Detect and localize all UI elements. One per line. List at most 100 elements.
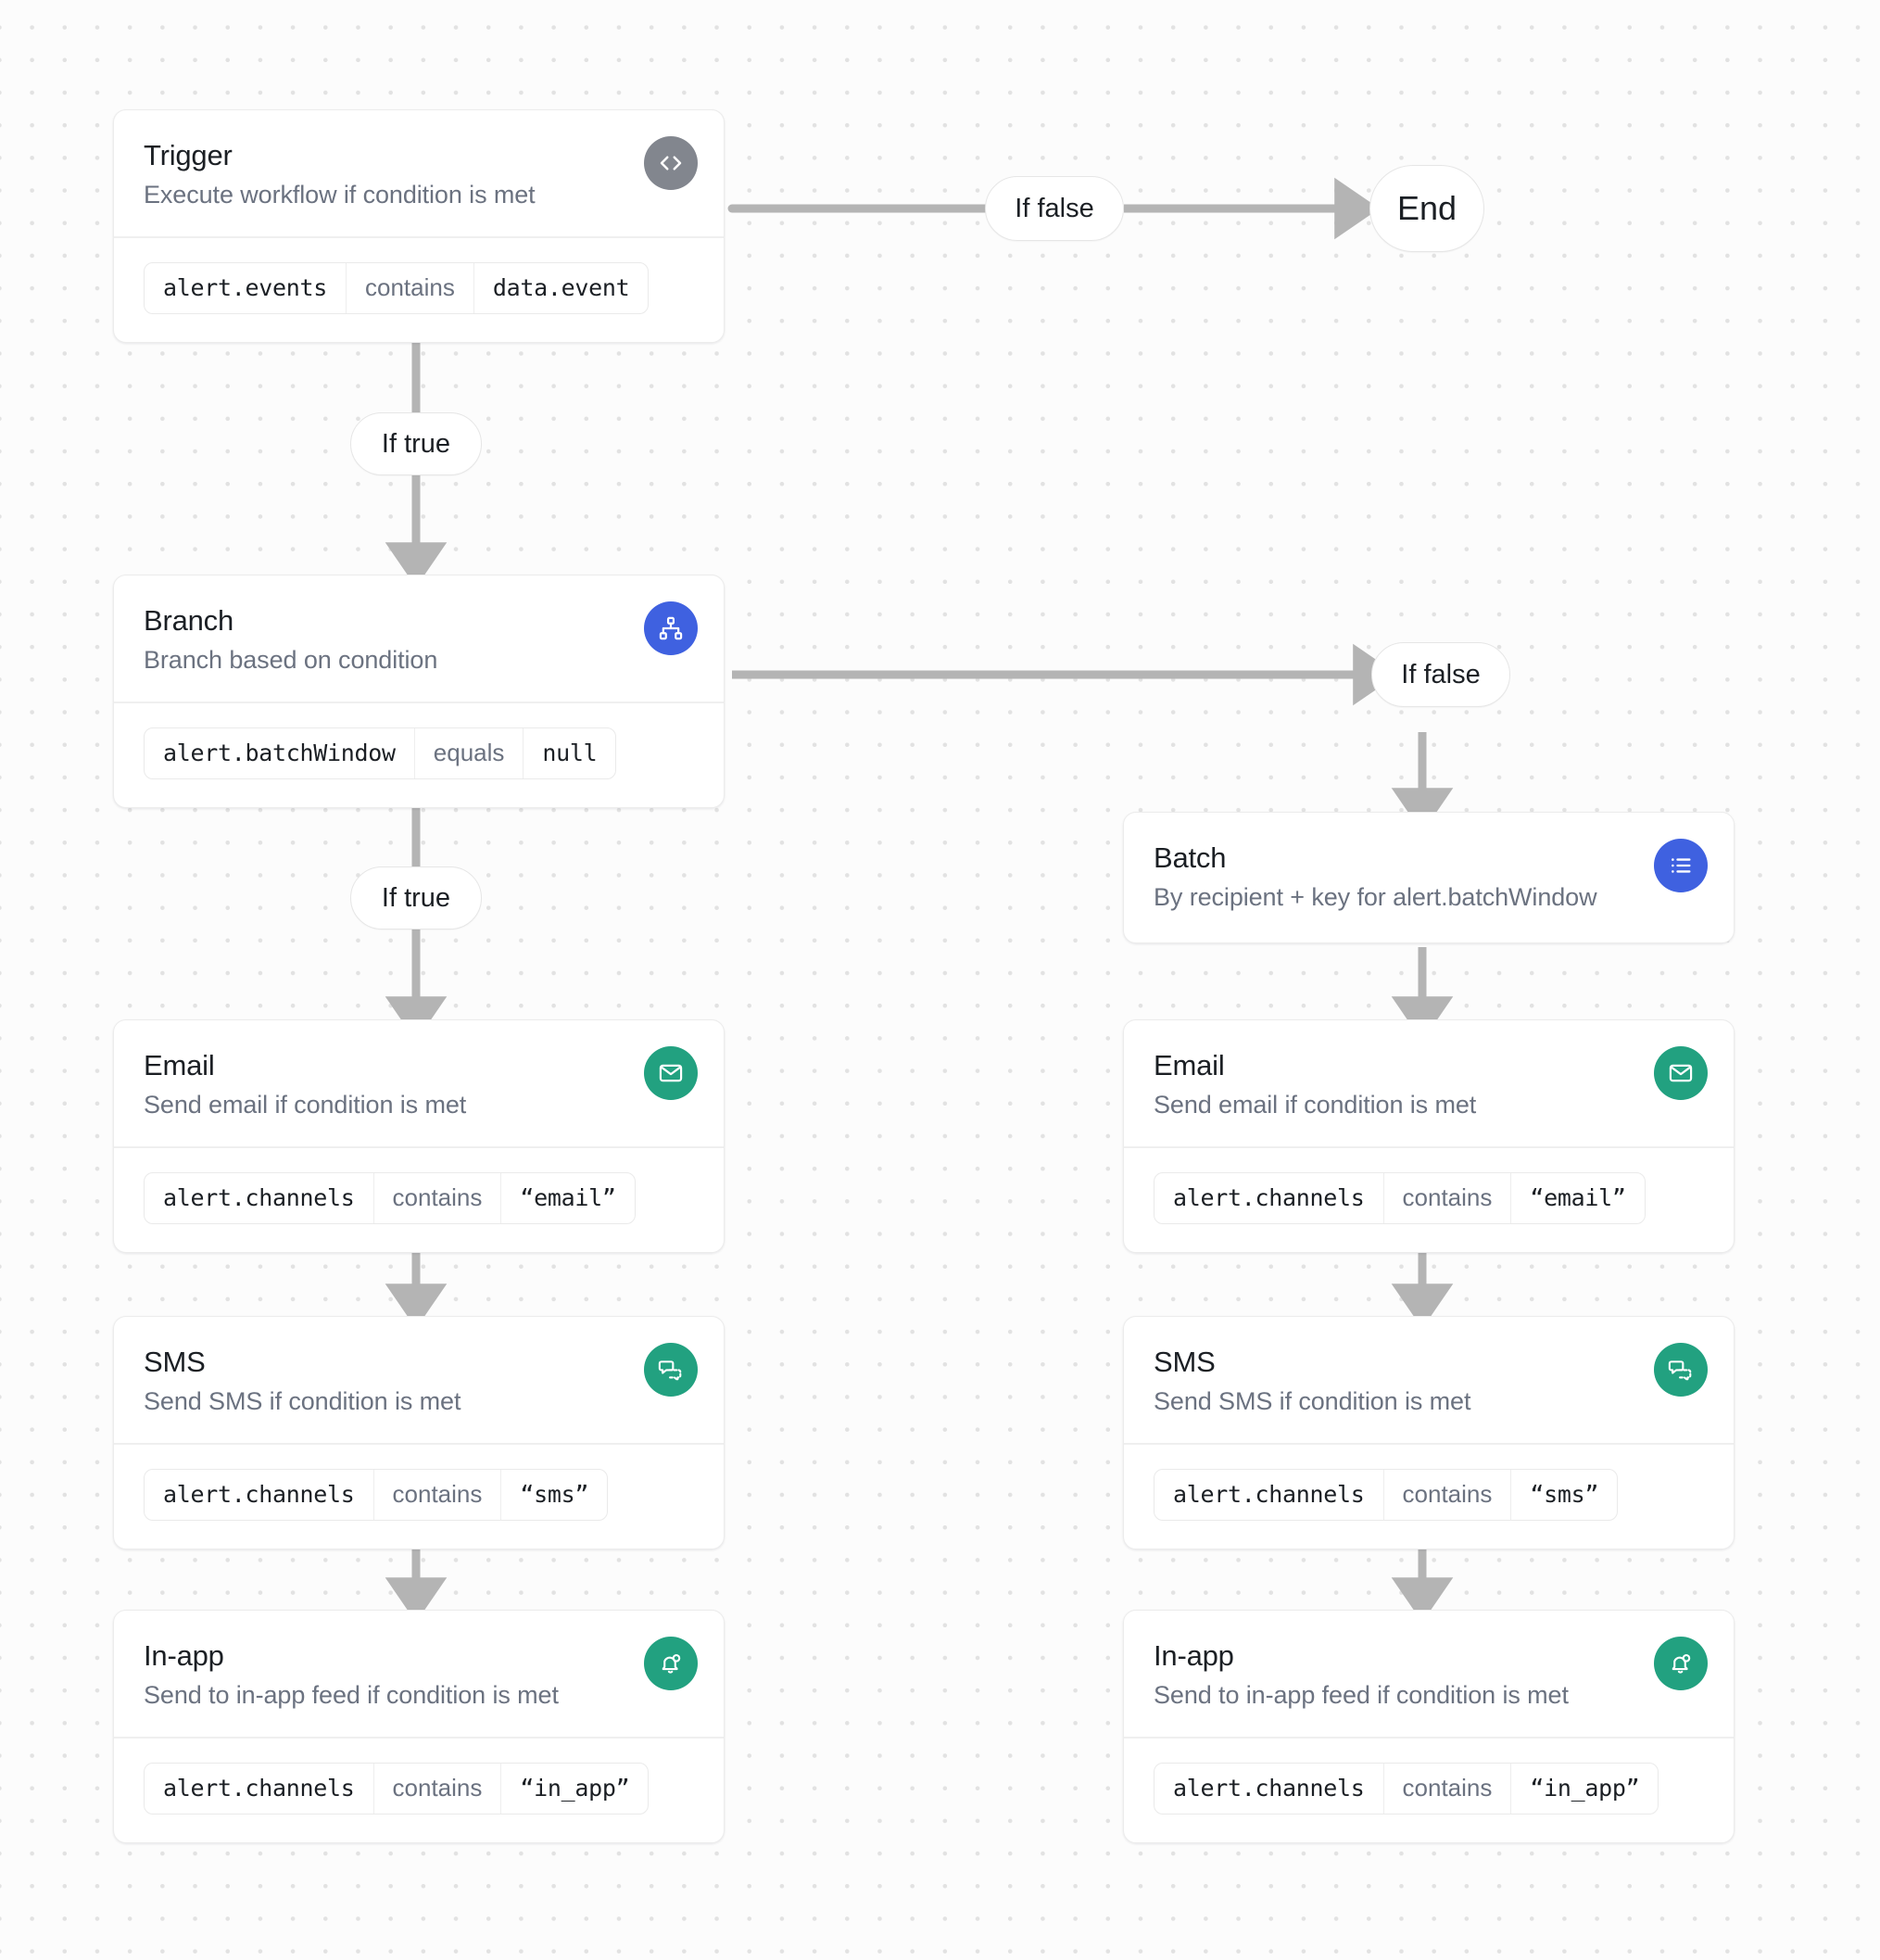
node-trigger-body: alert.events contains data.event	[114, 238, 724, 342]
divider	[1124, 1443, 1734, 1445]
node-trigger[interactable]: Trigger Execute workflow if condition is…	[113, 109, 725, 343]
node-sms-right-subtitle: Send SMS if condition is met	[1154, 1387, 1471, 1415]
condition-pill[interactable]: alert.channels contains “email”	[144, 1171, 636, 1224]
node-inapp-right-header: In-app Send to in-app feed if condition …	[1124, 1611, 1734, 1737]
node-inapp-right-title: In-app	[1154, 1639, 1234, 1672]
node-branch-header: Branch Branch based on condition	[114, 575, 724, 702]
condition-pill[interactable]: alert.channels contains “email”	[1154, 1171, 1646, 1224]
node-branch-subtitle: Branch based on condition	[144, 646, 438, 674]
node-branch[interactable]: Branch Branch based on condition alert.b…	[113, 575, 725, 808]
node-inapp-right-subtitle: Send to in-app feed if condition is met	[1154, 1681, 1569, 1709]
chat-bubbles-icon	[644, 1343, 698, 1397]
edge-label-text: If false	[1015, 193, 1094, 223]
bell-icon	[1654, 1637, 1708, 1690]
node-batch-title: Batch	[1154, 841, 1227, 874]
divider	[114, 1443, 724, 1445]
condition-value: null	[542, 740, 598, 766]
node-sms-right[interactable]: SMS Send SMS if condition is met alert.c…	[1123, 1316, 1735, 1549]
node-email-left-body: alert.channels contains “email”	[114, 1148, 724, 1252]
condition-field: alert.batchWindow	[163, 740, 396, 766]
condition-operator: contains	[372, 1172, 502, 1223]
condition-value: “in_app”	[520, 1775, 630, 1802]
condition-operator: contains	[372, 1469, 502, 1520]
condition-value: “sms”	[1530, 1481, 1599, 1508]
divider	[1124, 1737, 1734, 1739]
node-email-right-title: Email	[1154, 1049, 1225, 1081]
code-icon	[644, 136, 698, 190]
node-end[interactable]: End	[1369, 165, 1484, 252]
condition-value: “sms”	[520, 1481, 589, 1508]
divider	[1124, 1146, 1734, 1148]
condition-operator: contains	[372, 1763, 502, 1814]
condition-field: alert.channels	[1173, 1775, 1365, 1802]
node-sms-right-header: SMS Send SMS if condition is met	[1124, 1317, 1734, 1443]
condition-field: alert.channels	[1173, 1481, 1365, 1508]
condition-operator: equals	[413, 727, 524, 778]
node-inapp-left-subtitle: Send to in-app feed if condition is met	[144, 1681, 559, 1709]
node-inapp-left[interactable]: In-app Send to in-app feed if condition …	[113, 1610, 725, 1843]
edge-label-trigger-if-false[interactable]: If false	[985, 176, 1124, 241]
chat-bubbles-icon	[1654, 1343, 1708, 1397]
condition-field: alert.events	[163, 274, 328, 301]
node-email-right-header: Email Send email if condition is met	[1124, 1020, 1734, 1146]
node-email-left-header: Email Send email if condition is met	[114, 1020, 724, 1146]
node-trigger-header: Trigger Execute workflow if condition is…	[114, 110, 724, 236]
node-inapp-left-title: In-app	[144, 1639, 224, 1672]
node-email-left[interactable]: Email Send email if condition is met ale…	[113, 1019, 725, 1253]
divider	[114, 1737, 724, 1739]
condition-pill[interactable]: alert.channels contains “in_app”	[144, 1762, 650, 1815]
node-inapp-left-body: alert.channels contains “in_app”	[114, 1739, 724, 1842]
node-batch-header: Batch By recipient + key for alert.batch…	[1124, 813, 1734, 942]
condition-pill[interactable]: alert.events contains data.event	[144, 261, 650, 314]
condition-pill[interactable]: alert.channels contains “sms”	[1154, 1468, 1619, 1521]
envelope-icon	[644, 1046, 698, 1100]
condition-value: “email”	[520, 1184, 616, 1211]
node-email-left-subtitle: Send email if condition is met	[144, 1091, 467, 1119]
node-email-right[interactable]: Email Send email if condition is met ale…	[1123, 1019, 1735, 1253]
condition-operator: contains	[1382, 1172, 1512, 1223]
edge-label-text: If false	[1401, 659, 1481, 689]
edge-label-trigger-if-true[interactable]: If true	[350, 412, 482, 475]
list-icon	[1654, 839, 1708, 892]
node-inapp-right-body: alert.channels contains “in_app”	[1124, 1739, 1734, 1842]
node-batch-subtitle: By recipient + key for alert.batchWindow	[1154, 883, 1597, 911]
condition-value: data.event	[492, 274, 630, 301]
condition-field: alert.channels	[163, 1184, 355, 1211]
node-branch-title: Branch	[144, 604, 234, 637]
condition-operator: contains	[1382, 1763, 1512, 1814]
condition-operator: contains	[1382, 1469, 1512, 1520]
condition-value: “email”	[1530, 1184, 1626, 1211]
node-email-right-body: alert.channels contains “email”	[1124, 1148, 1734, 1252]
node-sms-left[interactable]: SMS Send SMS if condition is met alert.c…	[113, 1316, 725, 1549]
edge-label-branch-if-false[interactable]: If false	[1371, 642, 1510, 707]
condition-pill[interactable]: alert.batchWindow equals null	[144, 727, 617, 779]
edge-label-branch-if-true[interactable]: If true	[350, 866, 482, 929]
divider	[114, 1146, 724, 1148]
condition-pill[interactable]: alert.channels contains “sms”	[144, 1468, 609, 1521]
node-trigger-subtitle: Execute workflow if condition is met	[144, 181, 536, 209]
node-branch-body: alert.batchWindow equals null	[114, 703, 724, 807]
edge-label-text: If true	[381, 882, 451, 913]
condition-pill[interactable]: alert.channels contains “in_app”	[1154, 1762, 1659, 1815]
node-inapp-left-header: In-app Send to in-app feed if condition …	[114, 1611, 724, 1737]
envelope-icon	[1654, 1046, 1708, 1100]
node-batch[interactable]: Batch By recipient + key for alert.batch…	[1123, 812, 1735, 943]
node-inapp-right[interactable]: In-app Send to in-app feed if condition …	[1123, 1610, 1735, 1843]
condition-value: “in_app”	[1530, 1775, 1640, 1802]
edge-label-text: If true	[381, 428, 451, 459]
node-end-label: End	[1396, 189, 1457, 227]
node-email-right-subtitle: Send email if condition is met	[1154, 1091, 1477, 1119]
node-sms-left-header: SMS Send SMS if condition is met	[114, 1317, 724, 1443]
node-sms-left-body: alert.channels contains “sms”	[114, 1445, 724, 1549]
node-email-left-title: Email	[144, 1049, 215, 1081]
node-trigger-title: Trigger	[144, 139, 233, 171]
node-sms-right-body: alert.channels contains “sms”	[1124, 1445, 1734, 1549]
bell-icon	[644, 1637, 698, 1690]
divider	[114, 702, 724, 703]
divider	[114, 236, 724, 238]
node-sms-left-title: SMS	[144, 1346, 206, 1378]
node-sms-left-subtitle: Send SMS if condition is met	[144, 1387, 461, 1415]
condition-field: alert.channels	[163, 1481, 355, 1508]
node-sms-right-title: SMS	[1154, 1346, 1216, 1378]
